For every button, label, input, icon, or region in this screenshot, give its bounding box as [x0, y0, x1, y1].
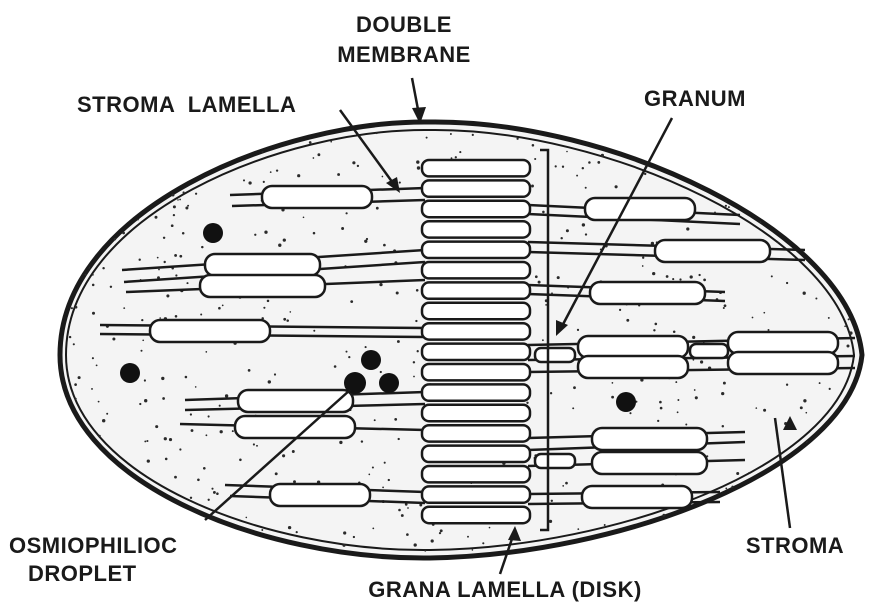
granum-disk [422, 486, 530, 502]
osmiophilic-droplet [379, 373, 399, 393]
label-grana-lamella: GRANA LAMELLA (DISK) [368, 577, 642, 602]
granum-disk [422, 323, 530, 339]
label-double-membrane-line2: MEMBRANE [337, 42, 471, 67]
osmiophilic-droplet [344, 372, 366, 394]
granum-disk [422, 221, 530, 237]
osmiophilic-droplet [361, 350, 381, 370]
granum-disk [422, 344, 530, 360]
label-osmiophilic-line2: DROPLET [28, 561, 137, 586]
granum-disk [422, 446, 530, 462]
label-stroma-lamella: STROMA LAMELLA [77, 92, 296, 117]
granum-disk [422, 201, 530, 217]
granum-disk [422, 405, 530, 421]
osmiophilic-droplet [203, 223, 223, 243]
label-granum: GRANUM [644, 86, 746, 111]
label-stroma: STROMA [746, 533, 844, 558]
granum-disk [422, 507, 530, 523]
granum-disk [422, 262, 530, 278]
granum-disk [422, 160, 530, 176]
granum-disk [422, 384, 530, 400]
granum-disk [422, 303, 530, 319]
granum-disk [422, 180, 530, 196]
granum-disk [422, 282, 530, 298]
osmiophilic-droplet [616, 392, 636, 412]
label-double-membrane-line1: DOUBLE [356, 12, 452, 37]
granum-disk [422, 364, 530, 380]
granum-disk [422, 242, 530, 258]
label-osmiophilic-line1: OSMIOPHILIOC [9, 533, 178, 558]
osmiophilic-droplet [120, 363, 140, 383]
granum-disk [422, 425, 530, 441]
granum-disk [422, 466, 530, 482]
